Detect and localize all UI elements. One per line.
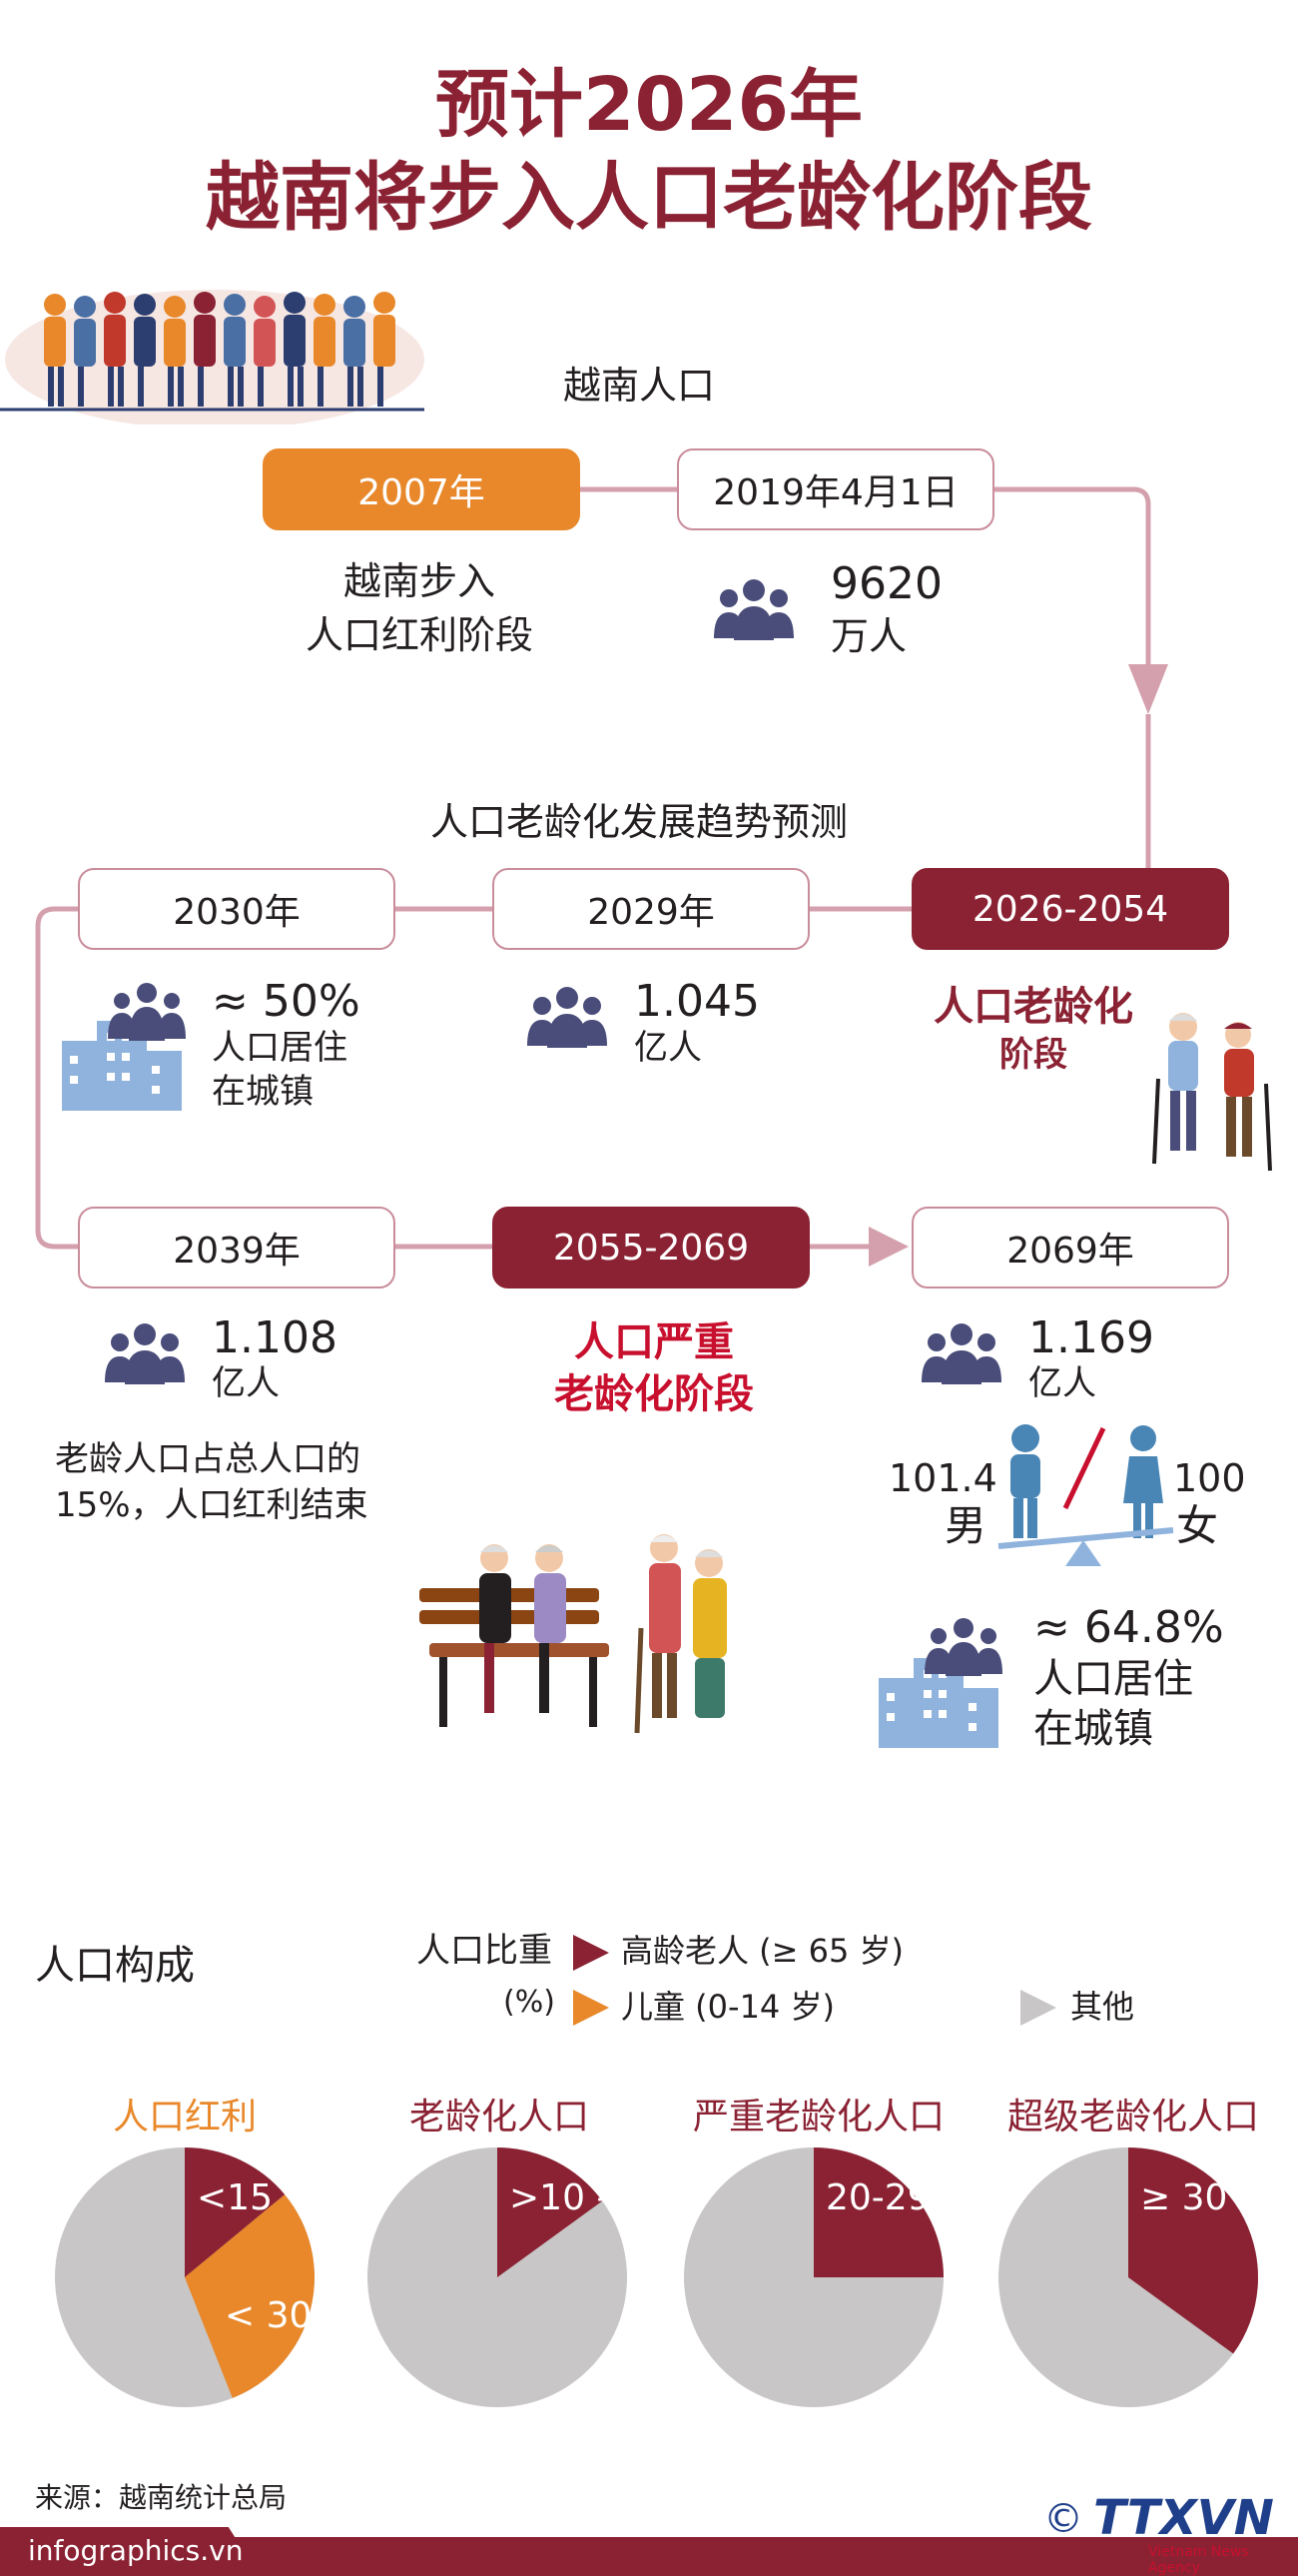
female-ratio: 100 [1173,1456,1246,1500]
pop-2039-number: 1.108 [212,1312,337,1363]
title-line-1: 预计2026年 [435,62,863,148]
ttxvn-logo-subtitle: Vietnam News Agency [1148,2544,1249,2576]
pie-title-3: 严重老龄化人口 [692,2097,945,2138]
legend-elderly-label: 高龄老人 (≥ 65 岁) [621,1932,905,1970]
urban-2069-line2: 在城镇 [1033,1706,1153,1752]
legend-children-swatch [573,1990,609,2026]
pie-elderly-slice [814,2147,944,2277]
copyright-symbol: © [1043,2496,1083,2542]
people-icon [527,987,607,1048]
severe-aging-line2: 老龄化阶段 [554,1371,754,1417]
urban-2030-line1: 人口居住 [212,1028,347,1068]
pie-title-2: 老龄化人口 [408,2097,589,2138]
female-label: 女 [1176,1501,1219,1550]
section-heading-forecast: 人口老龄化发展趋势预测 [429,800,848,844]
pie-label-elderly: 20-29.9 [826,2177,965,2218]
male-ratio: 101.4 [889,1456,997,1500]
people-icon [714,579,794,640]
aging-stage-line1: 人口老龄化 [934,984,1133,1030]
pie-elderly-slice [185,2147,286,2277]
pie-label-children: < 30 [225,2295,312,2336]
pop-2019-number: 9620 [831,558,943,609]
gender-balance-icon [997,1424,1174,1566]
aging-stage-line2: 阶段 [999,1035,1067,1075]
crowd-illustration [0,290,424,425]
city-people-icon [62,983,186,1111]
severe-aging-line1: 人口严重 [574,1319,734,1365]
pop-2019-unit: 万人 [831,614,908,658]
box-2069: 2069年 [912,1207,1229,1288]
legend-other-label: 其他 [1070,1988,1135,2026]
footer-site[interactable]: infographics.vn [28,2534,244,2567]
people-icon [105,1323,185,1384]
pop-2069-number: 1.169 [1028,1312,1154,1363]
pie-elderly-slice [497,2147,603,2277]
footer-tab [0,2527,260,2576]
title-line-2: 越南将步入人口老龄化阶段 [206,155,1092,241]
box-2039: 2039年 [78,1207,395,1288]
legend-other-swatch [1020,1990,1056,2026]
box-2055-2069: 2055-2069 [492,1207,810,1288]
pop-2029-number: 1.045 [634,976,760,1027]
pie-title-4: 超级老龄化人口 [1006,2097,1259,2138]
pie-label-elderly: ≥ 30 [1140,2177,1227,2218]
box-2007: 2007年 [263,448,580,530]
urban-2069-percent: ≈ 64.8% [1033,1602,1224,1653]
box-2030: 2030年 [78,868,395,950]
elderly-bench-illustration [419,1534,727,1734]
legend-elderly-swatch [573,1935,609,1971]
box-2029: 2029年 [492,868,810,950]
pie-elderly-slice [1128,2147,1258,2354]
urban-2030-line2: 在城镇 [212,1072,314,1112]
pie-label-elderly: >10 - <20 [509,2177,697,2218]
ratio-label: 人口比重 [416,1931,552,1971]
male-label: 男 [945,1501,987,1550]
composition-heading: 人口构成 [35,1943,195,1989]
pie-label-elderly: <15 [197,2177,273,2218]
people-icon [922,1323,1001,1384]
ttxvn-logo: TTXVN [1093,2490,1274,2546]
pop-2039-unit: 亿人 [212,1363,280,1403]
source-note: 来源：越南统计总局 [35,2481,288,2514]
composition-pies: <15 < 30 >10 - <20 20-29.9 ≥ 30 [55,2147,1258,2407]
elderly-note-line1: 老龄人口占总人口的 [55,1439,360,1479]
section-heading-population: 越南人口 [562,364,715,408]
text-2007: 越南步入 人口红利阶段 [305,559,533,657]
ratio-unit: (%) [503,1985,555,2020]
legend-children-label: 儿童 (0-14 岁) [621,1988,835,2026]
elderly-note-line2: 15%，人口红利结束 [55,1485,368,1525]
timeline-connectors [35,486,1168,1267]
pie-title-1: 人口红利 [112,2097,257,2138]
box-2019: 2019年4月1日 [677,448,994,530]
box-2026-2054: 2026-2054 [912,868,1229,950]
urban-2030-percent: ≈ 50% [212,976,360,1027]
urban-2069-line1: 人口居住 [1033,1656,1193,1702]
city-people-icon [879,1618,1002,1748]
pop-2069-unit: 亿人 [1028,1363,1096,1403]
pop-2029-unit: 亿人 [634,1028,702,1068]
pie-children-slice [185,2194,315,2398]
elderly-couple-icon [1152,1013,1272,1172]
